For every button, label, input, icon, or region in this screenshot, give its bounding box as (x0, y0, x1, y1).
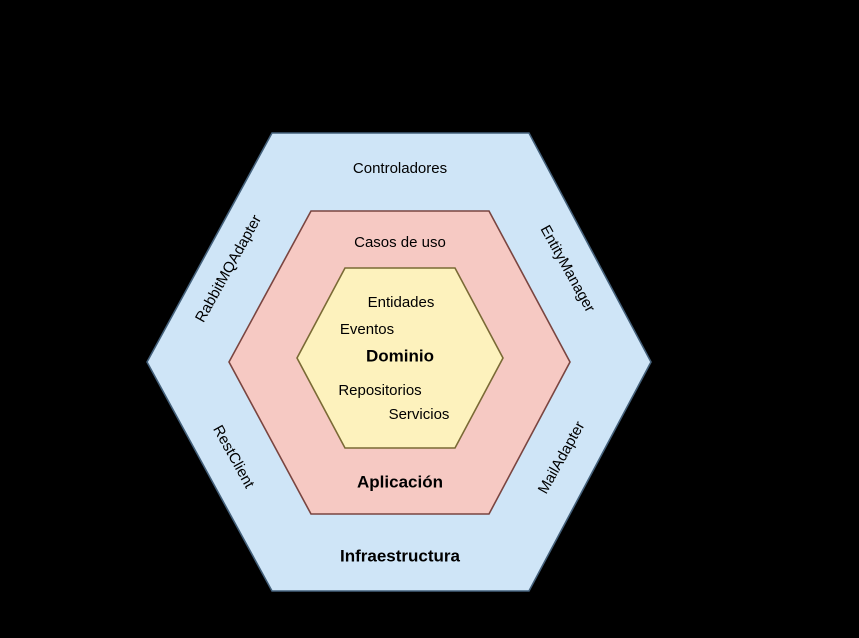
casos-de-uso-label: Casos de uso (354, 234, 446, 251)
domain-title: Dominio (366, 346, 434, 365)
entidades-label: Entidades (368, 294, 435, 311)
infrastructure-title: Infraestructura (340, 546, 461, 565)
controladores-label: Controladores (353, 160, 447, 177)
eventos-label: Eventos (340, 321, 394, 338)
repositorios-label: Repositorios (338, 382, 421, 399)
domain-hexagon (296, 267, 504, 449)
application-title: Aplicación (357, 472, 443, 491)
servicios-label: Servicios (389, 406, 450, 423)
